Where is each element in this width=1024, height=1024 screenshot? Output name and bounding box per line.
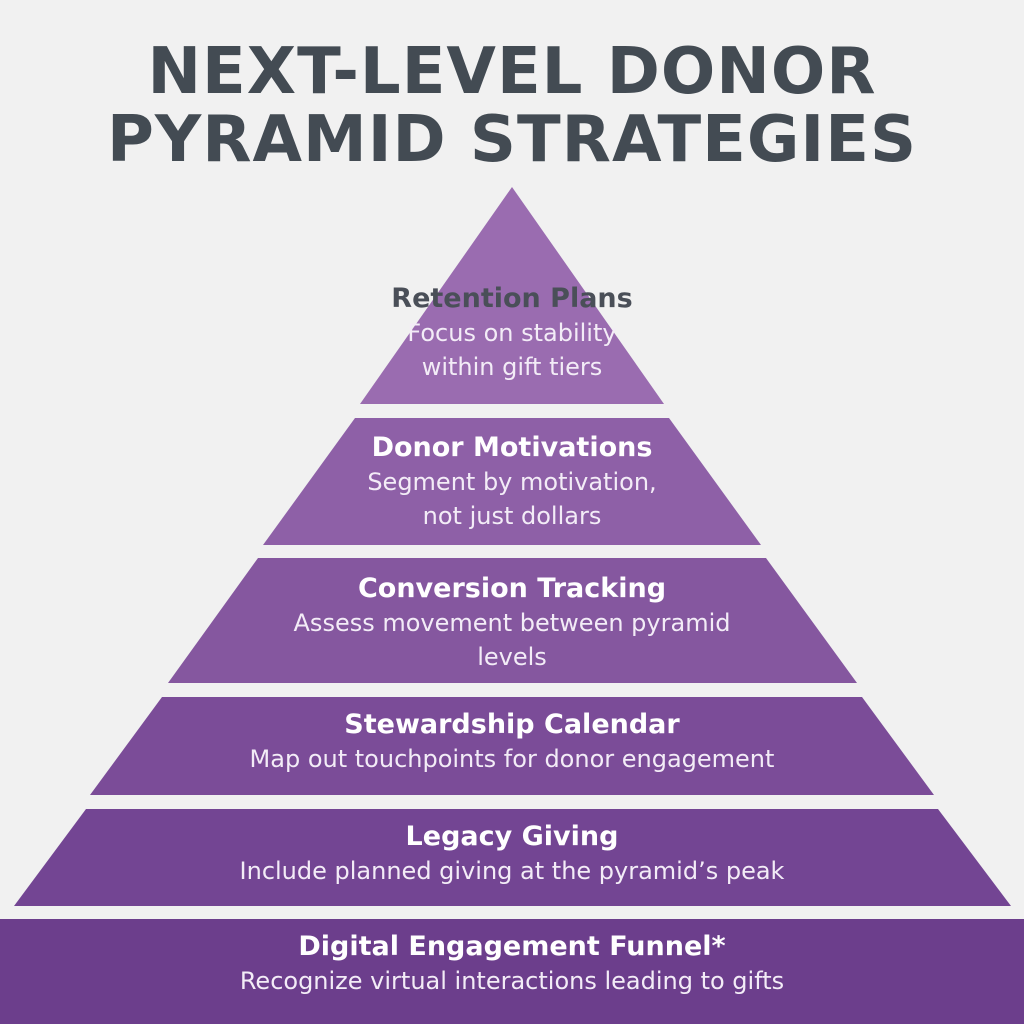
pyramid-tier-6-shape	[0, 919, 1024, 1024]
pyramid-tier-6: Digital Engagement Funnel* Recognize vir…	[0, 930, 1024, 998]
tier-heading: Retention Plans	[391, 283, 633, 314]
pyramid-tier-5: Legacy Giving Include planned giving at …	[0, 820, 1024, 888]
pyramid-tier-2-shape	[263, 418, 761, 545]
tier-description: Focus on stability within gift tiers	[407, 319, 617, 381]
pyramid-tier-3: Conversion Tracking Assess movement betw…	[0, 572, 1024, 674]
pyramid-tier-4: Stewardship Calendar Map out touchpoints…	[0, 708, 1024, 776]
title-line-2: PYRAMID STRATEGIES	[106, 103, 918, 177]
tier-heading: Legacy Giving	[405, 821, 619, 852]
pyramid-tier-1-shape	[360, 187, 664, 404]
tier-description: Recognize virtual interactions leading t…	[239, 967, 785, 995]
tier-heading: Stewardship Calendar	[344, 709, 680, 740]
page-title: NEXT-LEVEL DONOR PYRAMID STRATEGIES	[0, 38, 1024, 174]
tier-description: Map out touchpoints for donor engagement	[249, 745, 775, 773]
tier-description: Assess movement between pyramid levels	[293, 609, 731, 671]
title-line-1: NEXT-LEVEL DONOR	[147, 35, 877, 109]
tier-description: Segment by motivation, not just dollars	[367, 468, 657, 530]
tier-heading: Donor Motivations	[371, 432, 653, 463]
pyramid-tier-5-shape	[14, 809, 1011, 906]
pyramid-tier-4-shape	[90, 697, 934, 795]
tier-heading: Conversion Tracking	[357, 573, 667, 604]
tier-heading: Digital Engagement Funnel*	[298, 931, 726, 962]
tier-description: Include planned giving at the pyramid’s …	[239, 857, 785, 885]
pyramid-tier-3-shape	[168, 558, 857, 683]
pyramid-tier-2: Donor Motivations Segment by motivation,…	[0, 431, 1024, 533]
pyramid-tier-1: Retention Plans Focus on stability withi…	[0, 282, 1024, 384]
